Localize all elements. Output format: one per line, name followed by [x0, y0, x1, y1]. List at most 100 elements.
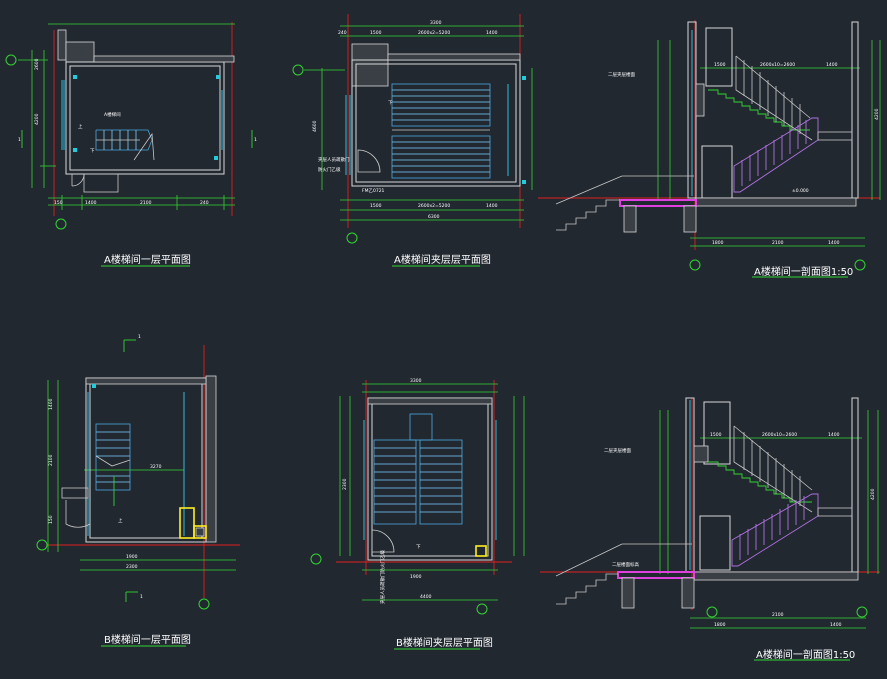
door-frame: [61, 487, 89, 499]
wall-block: [351, 43, 389, 87]
axis-bubble: [346, 232, 358, 244]
dim-label: 2300: [126, 564, 138, 570]
section-mark: 1: [138, 334, 141, 340]
dim-label: 2600x10=2600: [760, 62, 795, 68]
foundation: [621, 577, 635, 609]
dimension-lines: [657, 40, 881, 247]
direction-label: 上: [78, 123, 83, 130]
dimension-lines: [339, 383, 525, 601]
stair-flight-lower: [733, 117, 853, 193]
level-label: 二层楼面标高: [612, 561, 639, 568]
axis-bubble: [856, 606, 868, 618]
a-ground-plan: 2600 4200 150 1400 2100 240 A楼梯间: [5, 22, 257, 267]
direction-label: 上: [118, 517, 123, 524]
dim-label: 1500: [370, 203, 382, 209]
a-section-1: 1500 2600x10=2600 1400 1800 2100 1400 42…: [538, 20, 881, 278]
dim-label: 1500: [714, 62, 726, 68]
dim-label: 1400: [85, 200, 97, 206]
axis-bubble: [36, 539, 48, 551]
dim-label: 1400: [486, 203, 498, 209]
dim-label: 150: [48, 515, 54, 524]
dim-label: 4200: [34, 113, 40, 125]
exterior-rail: [555, 543, 623, 577]
foundation: [623, 205, 637, 233]
annotation: 防火门乙级: [318, 166, 341, 173]
dim-label: 3270: [150, 464, 162, 470]
dim-label: 2600x2=5200: [418, 30, 450, 36]
level-label: 二层夹层楼面: [604, 447, 631, 454]
exterior-rail: [555, 175, 623, 205]
column-highlight: [179, 507, 195, 539]
room-label: A楼梯间: [104, 111, 121, 118]
wall-strip: [367, 397, 493, 405]
dim-label: 2100: [772, 612, 784, 618]
wall-strip: [387, 53, 521, 61]
stair-flight: [95, 129, 155, 161]
dim-label: 2100: [48, 454, 54, 466]
foundation-beam: [619, 199, 697, 207]
wall-block: [65, 41, 95, 63]
stair-room-wall: [65, 61, 225, 175]
dim-label: 1400: [486, 30, 498, 36]
dim-label: 2100: [772, 240, 784, 246]
door-swing: [371, 529, 395, 553]
exterior-wall: [851, 21, 859, 199]
a-section-2: 1500 2600x10=2600 1400 1800 2100 1400 42…: [540, 397, 880, 661]
dim-label: 1800: [714, 622, 726, 628]
direction-label: 下: [388, 100, 393, 106]
dim-label: 4200: [870, 488, 876, 500]
dimension-lines: [304, 25, 533, 221]
exterior-wall: [205, 375, 217, 543]
dimension-lines: [659, 410, 879, 629]
ground-slab: [693, 571, 859, 581]
axis-bubble: [689, 259, 701, 271]
exterior-wall: [851, 397, 859, 573]
axis-bubble: [198, 598, 210, 610]
exterior-steps: [556, 199, 620, 231]
a-mezz-plan: 3300 240 1500 2600x2=5200 1400 1500 2600…: [292, 14, 533, 267]
dim-label: 2600x2=5200: [418, 203, 450, 209]
stair-flights: [373, 413, 463, 525]
door-swing: [65, 500, 91, 528]
dim-label: 1800: [712, 240, 724, 246]
dim-label: 240: [338, 30, 347, 36]
dim-label: 3300: [430, 20, 442, 26]
drawing-title: A楼梯间一剖面图1:50: [756, 648, 855, 661]
direction-label: 下: [416, 544, 421, 550]
b-ground-plan: 1400 2100 150 1900 2300 3270 1 1 上: [36, 334, 240, 647]
stair-room-wall-inner: [89, 381, 203, 539]
dim-label: 2300: [342, 478, 348, 490]
dim-label: 1400: [48, 398, 54, 410]
drawing-title: B楼梯间夹层层平面图: [396, 636, 493, 649]
column-marker: [216, 75, 220, 79]
drawing-title: A楼梯间夹层层平面图: [394, 253, 491, 266]
axis-lines: [53, 22, 233, 216]
stair-room-wall-inner: [371, 401, 489, 557]
column-marker: [522, 76, 526, 80]
stair-flight-upper: [708, 425, 813, 513]
dim-label: 1400: [830, 622, 842, 628]
door-opening: [705, 27, 733, 87]
slab: [693, 445, 709, 463]
dim-label: 1400: [828, 432, 840, 438]
door-swing: [357, 149, 381, 173]
axis-bubble: [292, 64, 304, 76]
stair-room-wall: [85, 377, 207, 543]
slab: [695, 83, 705, 117]
dim-label: 1900: [410, 574, 422, 580]
dim-label: 2100: [140, 200, 152, 206]
dimension-lines: [47, 339, 236, 602]
foundation: [681, 577, 695, 609]
column: [57, 29, 67, 61]
dim-label: 3300: [410, 378, 422, 384]
annotation: 夹层人员疏散门: [318, 156, 350, 163]
dim-label: 4400: [420, 594, 432, 600]
foundation: [683, 205, 697, 233]
b-mezz-plan: 3300 1900 4400 2300: [310, 378, 525, 650]
dim-label: 2600: [34, 58, 40, 70]
wall-strip: [93, 55, 235, 63]
column-marker: [214, 156, 218, 160]
direction-label: 下: [90, 148, 95, 154]
dim-label: 1900: [126, 554, 138, 560]
